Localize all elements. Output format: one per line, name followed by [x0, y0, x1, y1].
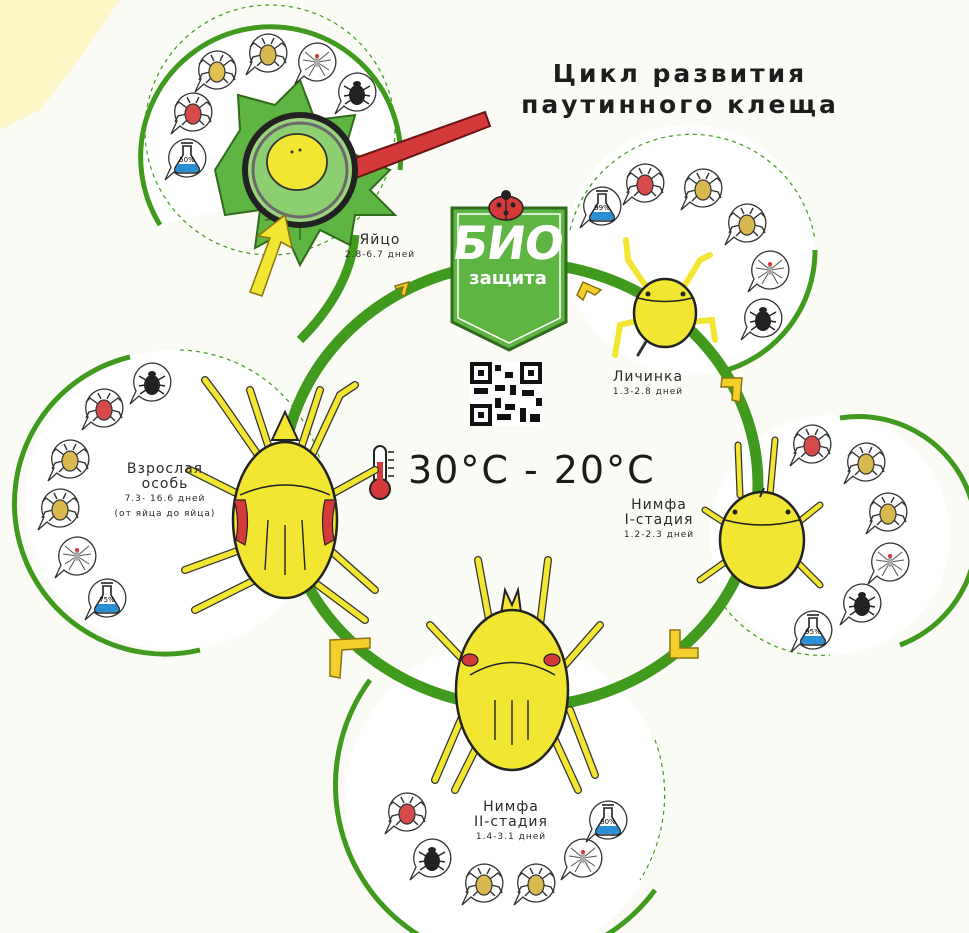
adult-label: Взрослая особь 7.3- 16.6 дней (от яйца д…	[95, 462, 235, 522]
logo-top-text: БИО	[449, 218, 566, 268]
egg-label: Яйцо 2.8-6.7 дней	[335, 233, 425, 263]
nymph1-flask-percent: 95%	[805, 628, 821, 636]
qr-code-icon	[470, 362, 542, 426]
larva-stage-circle	[565, 125, 815, 375]
egg-flask-percent: 50%	[179, 156, 195, 164]
temperature-range: 30°C - 20°C	[408, 448, 656, 492]
adult-name2: особь	[95, 477, 235, 492]
diagram-title: Цикл развития паутинного клеща	[500, 58, 860, 120]
nymph2-duration: 1.4-3.1 дней	[458, 830, 564, 845]
egg-duration: 2.8-6.7 дней	[335, 248, 425, 263]
adult-name: Взрослая	[95, 462, 235, 477]
title-line-2: паутинного клеща	[500, 89, 860, 120]
egg-pointer-arrow	[250, 215, 292, 296]
nymph1-name2: I-стадия	[606, 513, 712, 528]
egg-name: Яйцо	[335, 233, 425, 248]
title-line-1: Цикл развития	[500, 58, 860, 89]
adult-duration: 7.3- 16.6 дней	[95, 492, 235, 507]
nymph2-label: Нимфа II-стадия 1.4-3.1 дней	[458, 800, 564, 845]
logo-text: БИО защита	[453, 218, 563, 288]
logo-bottom-text: защита	[453, 270, 563, 288]
adult-flask-percent: 75%	[99, 596, 115, 604]
larva-name: Личинка	[598, 370, 698, 385]
adult-note: (от яйца до яйца)	[95, 507, 235, 522]
larva-label: Личинка 1.3-2.8 дней	[598, 370, 698, 400]
nymph2-name2: II-стадия	[458, 815, 564, 830]
nymph1-duration: 1.2-2.3 дней	[606, 528, 712, 543]
larva-duration: 1.3-2.8 дней	[598, 385, 698, 400]
nymph1-name: Нимфа	[606, 498, 712, 513]
sun-decoration	[0, 0, 120, 130]
nymph2-flask-percent: 80%	[600, 818, 616, 826]
nymph2-name: Нимфа	[458, 800, 564, 815]
nymph1-label: Нимфа I-стадия 1.2-2.3 дней	[606, 498, 712, 543]
larva-flask-percent: 99%	[594, 204, 610, 212]
